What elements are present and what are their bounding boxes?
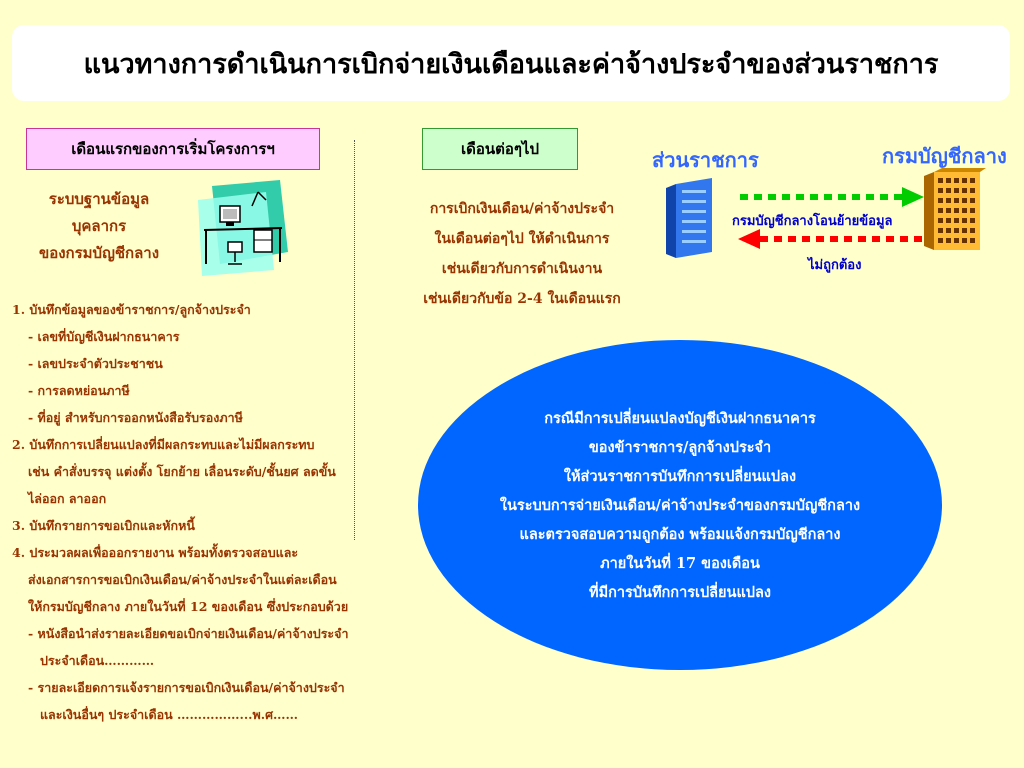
step-line: ประจำเดือน………… — [40, 653, 155, 668]
step-line: - เลขที่บัญชีเงินฝากธนาคาร — [28, 329, 180, 344]
step-line: ส่งเอกสารการขอเบิกเงินเดือน/ค่าจ้างประจำ… — [28, 572, 337, 587]
next-line: ในเดือนต่อๆไป ให้ดำเนินการ — [434, 231, 610, 247]
step-line: 1. บันทึกข้อมูลของข้าราชการ/ลูกจ้างประจำ — [12, 302, 251, 317]
step-line: 3. บันทึกรายการขอเบิกและหักหนี้ — [12, 518, 195, 533]
next-months-text: การเบิกเงินเดือน/ค่าจ้างประจำ ในเดือนต่อ… — [404, 194, 640, 314]
first-month-label: เดือนแรกของการเริ่มโครงการฯ — [26, 128, 320, 170]
incorrect-text: ไม่ถูกต้อง — [808, 258, 862, 273]
note-line: ในระบบการจ่ายเงินเดือน/ค่าจ้างประจำของกร… — [499, 496, 861, 514]
note-line: ภายในวันที่ 17 ของเดือน — [600, 554, 760, 572]
step-line: ให้กรมบัญชีกลาง ภายในวันที่ 12 ของเดือน … — [28, 599, 349, 614]
transfer-data-text: กรมบัญชีกลางโอนย้ายข้อมูล — [732, 214, 893, 229]
note-line: ของข้าราชการ/ลูกจ้างประจำ — [588, 438, 772, 456]
first-month-steps: 1. บันทึกข้อมูลของข้าราชการ/ลูกจ้างประจำ… — [12, 296, 352, 728]
db-line: ระบบฐานข้อมูล — [48, 190, 150, 208]
back-arrow-icon — [738, 229, 922, 249]
note-line: ที่มีการบันทึกการเปลี่ยนแปลง — [589, 583, 771, 601]
step-line: - การลดหย่อนภาษี — [28, 383, 130, 398]
step-line: และเงินอื่นๆ ประจำเดือน ……………...พ.ศ…… — [40, 707, 299, 722]
next-months-label: เดือนต่อๆไป — [422, 128, 578, 170]
note-line: กรณีมีการเปลี่ยนแปลงบัญชีเงินฝากธนาคาร — [544, 409, 816, 427]
divider-line — [354, 140, 355, 540]
cgd-building-icon — [924, 168, 986, 250]
step-line: - รายละเอียดการแจ้งรายการขอเบิกเงินเดือน… — [28, 680, 345, 695]
next-line: การเบิกเงินเดือน/ค่าจ้างประจำ — [429, 201, 615, 217]
next-line: เช่นเดียวกับการดำเนินงาน — [441, 261, 603, 277]
page-title: แนวทางการดำเนินการเบิกจ่ายเงินเดือนและค่… — [83, 48, 939, 80]
account-change-note: กรณีมีการเปลี่ยนแปลงบัญชีเงินฝากธนาคาร ข… — [418, 340, 942, 670]
personnel-database-text: ระบบฐานข้อมูล บุคลากร ของกรมบัญชีกลาง — [14, 186, 184, 267]
note-line: และตรวจสอบความถูกต้อง พร้อมแจ้งกรมบัญชีก… — [519, 525, 841, 543]
step-line: เช่น คำสั่งบรรจุ แต่งตั้ง โยกย้าย เลื่อน… — [28, 464, 336, 479]
agency-building-icon — [666, 178, 712, 258]
next-line: เช่นเดียวกับข้อ 2-4 ในเดือนแรก — [423, 291, 621, 307]
agency-label: ส่วนราชการ — [652, 148, 759, 172]
cgd-label: กรมบัญชีกลาง — [882, 144, 1007, 168]
office-desk-icon — [198, 180, 288, 276]
note-line: ให้ส่วนราชการบันทึกการเปลี่ยนแปลง — [563, 467, 797, 485]
forward-arrow-icon — [740, 187, 924, 207]
step-line: - หนังสือนำส่งรายละเอียดขอเบิกจ่ายเงินเด… — [28, 626, 349, 641]
step-line: 4. ประมวลผลเพื่อออกรายงาน พร้อมทั้งตรวจส… — [12, 545, 299, 560]
step-line: 2. บันทึกการเปลี่ยนแปลงที่มีผลกระทบและไม… — [12, 437, 315, 452]
db-line: ของกรมบัญชีกลาง — [38, 244, 160, 262]
step-line: - เลขประจำตัวประชาชน — [28, 356, 163, 371]
db-line: บุคลากร — [71, 217, 127, 235]
title-box: แนวทางการดำเนินการเบิกจ่ายเงินเดือนและค่… — [12, 25, 1010, 101]
step-line: ไล่ออก ลาออก — [28, 491, 107, 506]
step-line: - ที่อยู่ สำหรับการออกหนังสือรับรองภาษี — [28, 410, 243, 425]
